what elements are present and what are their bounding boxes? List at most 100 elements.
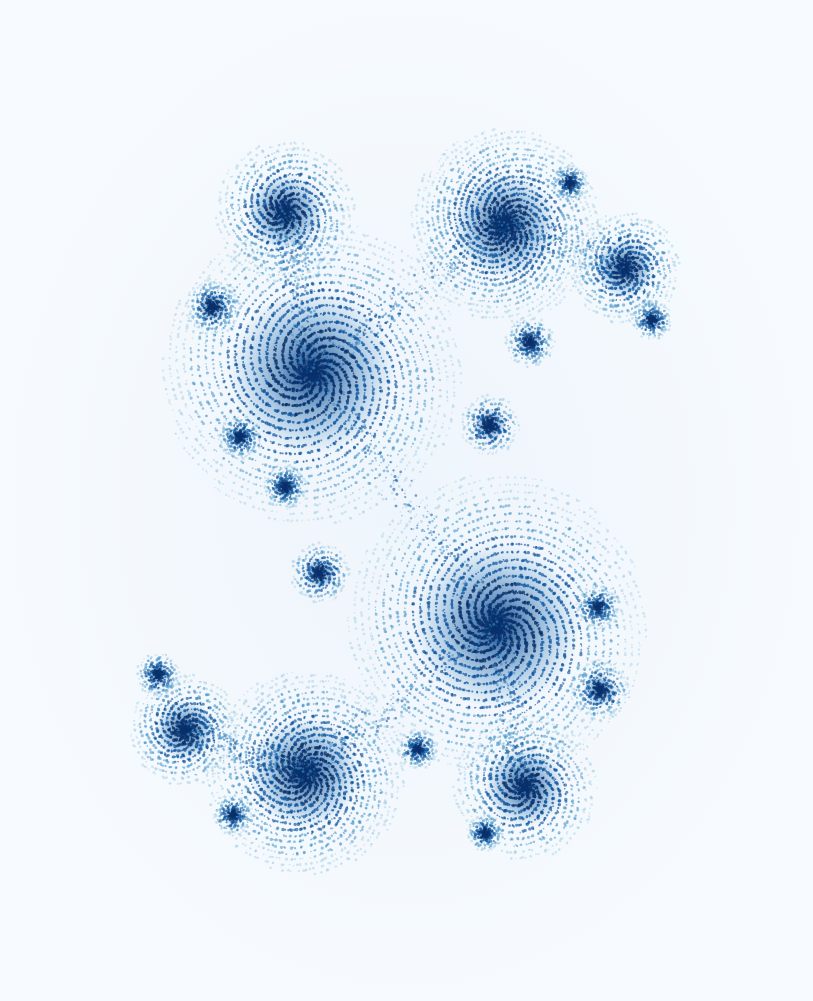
fractal-speck	[617, 653, 619, 655]
fractal-speck	[445, 365, 447, 367]
fractal-speck	[317, 449, 320, 452]
fractal-speck	[168, 402, 170, 404]
fractal-speck	[476, 535, 478, 537]
fractal-speck	[339, 438, 341, 440]
fractal-speck	[330, 486, 332, 488]
fractal-speck	[574, 569, 576, 571]
fractal-speck	[283, 377, 285, 379]
fractal-speck	[566, 595, 569, 598]
fractal-speck	[333, 442, 336, 445]
fractal-speck	[292, 264, 295, 267]
fractal-speck	[443, 755, 445, 757]
fractal-speck	[408, 461, 410, 463]
fractal-speck	[558, 576, 561, 579]
fractal-speck	[332, 312, 335, 315]
fractal-speck	[565, 608, 568, 611]
fractal-speck	[251, 316, 253, 318]
fractal-speck	[376, 348, 379, 351]
fractal-speck	[544, 743, 545, 744]
fractal-speck	[429, 283, 431, 285]
fractal-speck	[504, 566, 507, 569]
fractal-speck	[569, 547, 571, 549]
fractal-speck	[422, 408, 424, 410]
fractal-speck	[353, 617, 356, 620]
fractal-speck	[366, 444, 369, 447]
fractal-speck	[386, 371, 389, 374]
fractal-speck	[298, 398, 300, 400]
fractal-speck	[369, 370, 372, 373]
fractal-speck	[469, 641, 472, 644]
fractal-speck	[379, 316, 380, 317]
fractal-speck	[348, 380, 351, 383]
fractal-speck	[454, 548, 457, 551]
fractal-speck	[387, 258, 389, 260]
fractal-speck	[374, 254, 376, 256]
fractal-speck	[418, 429, 420, 431]
fractal-speck	[424, 405, 426, 407]
fractal-speck	[271, 284, 273, 286]
fractal-speck	[430, 725, 433, 728]
fractal-speck	[444, 574, 446, 576]
fractal-speck	[435, 606, 436, 607]
fractal-speck	[354, 403, 356, 405]
fractal-speck	[471, 659, 473, 661]
fractal-speck	[462, 619, 464, 621]
fractal-speck	[439, 646, 441, 648]
fractal-speck	[192, 419, 194, 421]
fractal-speck	[183, 368, 185, 370]
fractal-speck	[236, 264, 238, 266]
fractal-speck	[354, 612, 356, 614]
fractal-speck	[337, 431, 339, 433]
fractal-speck	[199, 276, 201, 278]
fractal-speck	[478, 738, 480, 740]
fractal-speck	[223, 475, 225, 477]
fractal-speck	[243, 339, 245, 341]
fractal-speck	[325, 420, 327, 422]
fractal-speck	[255, 476, 257, 478]
fractal-speck	[564, 695, 566, 697]
fractal-speck	[467, 766, 469, 768]
fractal-speck	[506, 576, 508, 578]
fractal-speck	[262, 447, 264, 449]
fractal-speck	[580, 649, 582, 651]
fractal-speck	[402, 347, 405, 350]
fractal-speck	[239, 323, 242, 326]
fractal-speck	[311, 409, 314, 412]
fractal-speck	[569, 667, 571, 669]
fractal-speck	[365, 347, 368, 350]
fractal-speck	[347, 376, 349, 378]
fractal-speck	[291, 289, 293, 291]
fractal-speck	[398, 722, 400, 724]
fractal-speck	[372, 423, 374, 425]
fractal-speck	[379, 381, 382, 384]
fractal-speck	[431, 631, 433, 633]
fractal-speck	[411, 266, 414, 269]
fractal-speck	[394, 375, 396, 377]
fractal-speck	[595, 646, 596, 647]
fractal-speck	[399, 511, 401, 513]
fractal-speck	[422, 730, 424, 732]
fractal-speck	[556, 704, 558, 706]
fractal-speck	[570, 621, 573, 624]
fractal-speck	[554, 563, 557, 566]
fractal-speck	[241, 386, 244, 389]
fractal-speck	[507, 543, 509, 545]
fractal-speck	[304, 310, 306, 312]
fractal-speck	[295, 430, 297, 432]
fractal-speck	[385, 446, 386, 447]
fractal-speck	[580, 637, 583, 640]
fractal-speck	[443, 600, 446, 603]
fractal-speck	[472, 729, 474, 731]
fractal-speck	[396, 440, 399, 443]
fractal-speck	[237, 296, 239, 298]
fractal-speck	[413, 470, 415, 472]
fractal-speck	[477, 591, 481, 595]
fractal-speck	[573, 719, 575, 721]
fractal-speck	[241, 357, 244, 360]
fractal-speck	[216, 381, 218, 383]
fractal-speck	[275, 351, 276, 352]
fractal-speck	[524, 567, 527, 570]
fractal-speck	[467, 631, 471, 635]
fractal-speck	[507, 527, 509, 529]
fractal-speck	[225, 477, 227, 479]
